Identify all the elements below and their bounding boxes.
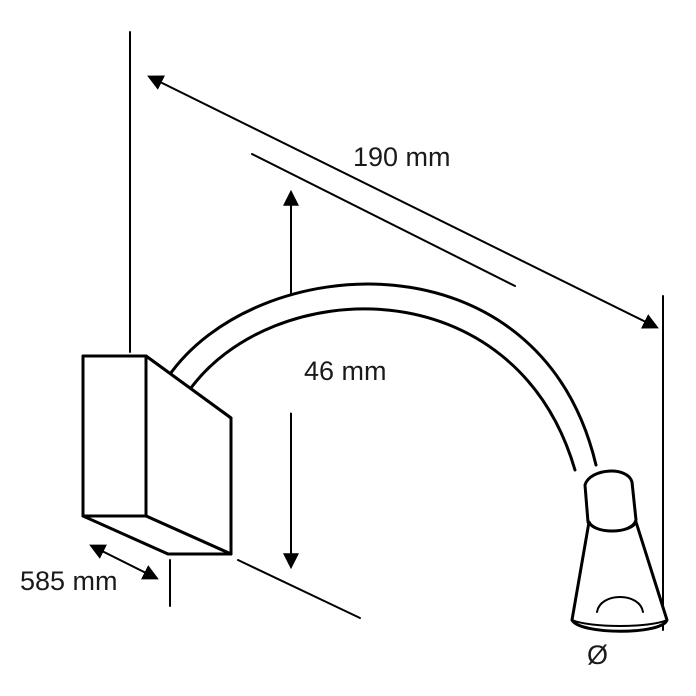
wall-base <box>81 354 233 556</box>
lamp-head <box>570 469 669 633</box>
base-bottom-face <box>81 514 233 556</box>
bottom-reference-line <box>237 559 361 619</box>
lamp-bulb <box>596 596 644 613</box>
depth-dimension-arrow <box>89 544 159 580</box>
diameter-label: Ø <box>587 640 608 670</box>
length-label: 190 mm <box>353 142 451 172</box>
lamp-shade-rim <box>571 619 668 627</box>
depth-label: 585 mm <box>20 566 118 596</box>
length-dimension-arrow <box>147 75 659 329</box>
lamp-shade <box>570 520 669 633</box>
lamp-collar <box>583 469 638 533</box>
height-label: 46 mm <box>304 356 387 386</box>
flex-arm-inner <box>186 307 577 472</box>
base-front-face <box>81 354 148 518</box>
